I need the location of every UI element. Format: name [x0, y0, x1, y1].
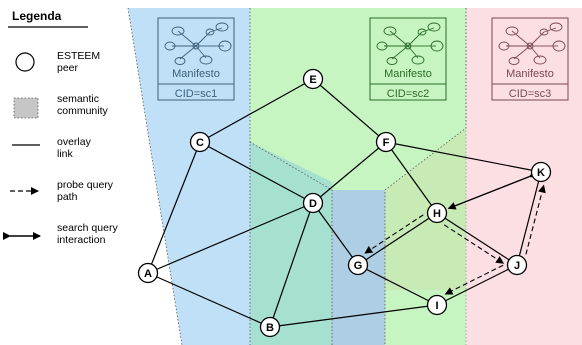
peer-circle	[189, 131, 211, 153]
peer-node-h: H	[426, 202, 448, 224]
legend: Legenda ESTEEM peer semantic community o…	[3, 9, 118, 246]
cid-label-sc1: CID=sc1	[175, 88, 218, 100]
overlay-links	[147, 78, 542, 328]
peer-node-d: D	[302, 192, 324, 214]
peer-circle	[137, 262, 159, 284]
manifesto-frame	[369, 17, 447, 101]
overlay-link-d-b	[269, 202, 314, 328]
peer-circle	[375, 131, 397, 153]
overlay-link-b-i	[269, 304, 438, 328]
probe-path-j-k	[525, 184, 546, 255]
manifesto-frame	[157, 17, 235, 101]
manifesto-box-sc1: Manifesto CID=sc1	[157, 17, 235, 101]
ontology-graph-icon	[498, 22, 566, 65]
peer-circle	[302, 68, 324, 90]
peer-label: E	[309, 74, 316, 86]
peer-nodes: A B C D E F G H I J K	[137, 68, 552, 338]
legend-peer-label-2: peer	[57, 62, 79, 74]
ontology-graph-icon	[164, 22, 232, 65]
overlay-link-a-d	[147, 202, 314, 274]
community-overlap-sc2-sc3	[385, 128, 466, 290]
legend-title: Legenda	[12, 9, 62, 23]
probe-path-j-i	[444, 264, 504, 295]
peer-label: F	[383, 137, 390, 149]
peer-circle	[426, 294, 448, 316]
legend-interaction-label-2: interaction	[57, 234, 106, 246]
legend-community-symbol	[13, 97, 39, 119]
peer-label: C	[196, 137, 204, 149]
peer-node-g: G	[347, 254, 369, 276]
peer-label: K	[537, 167, 545, 179]
peer-node-a: A	[137, 262, 159, 284]
peer-label: G	[354, 260, 363, 272]
query-paths	[364, 170, 546, 295]
peer-label: H	[433, 208, 441, 220]
overlay-link-f-h	[385, 141, 438, 214]
probe-path-h-j	[443, 224, 505, 264]
overlay-link-a-b	[147, 272, 271, 328]
overlay-link-f-d	[312, 141, 387, 204]
overlay-link-c-d	[199, 141, 314, 204]
overlay-link-c-e	[199, 78, 314, 143]
cid-label-sc3: CID=sc3	[509, 88, 552, 100]
community-border-sc1	[127, 7, 183, 345]
overlay-link-i-j	[436, 264, 518, 306]
legend-peer-symbol	[15, 52, 35, 72]
manifesto-label-sc2: Manifesto	[384, 68, 432, 80]
overlay-link-e-f	[312, 78, 387, 143]
peer-label: D	[309, 198, 317, 210]
peer-circle	[506, 254, 528, 276]
manifesto-boxes: Manifesto CID=sc1 Manifesto CID=sc2	[157, 17, 569, 101]
cid-label-sc2: CID=sc2	[387, 88, 430, 100]
overlay-link-h-g	[357, 212, 438, 266]
ontology-graph-icon	[376, 22, 444, 65]
peer-node-e: E	[302, 68, 324, 90]
peer-circle	[530, 161, 552, 183]
peer-node-j: J	[506, 254, 528, 276]
legend-community-label-1: semantic	[57, 93, 99, 105]
peer-label: J	[514, 260, 520, 272]
peer-node-i: I	[426, 294, 448, 316]
peer-node-k: K	[530, 161, 552, 183]
manifesto-box-sc2: Manifesto CID=sc2	[369, 17, 447, 101]
legend-interaction-label-1: search query	[57, 222, 118, 234]
manifesto-label-sc3: Manifesto	[506, 68, 554, 80]
peer-circle	[259, 316, 281, 338]
peer-node-c: C	[189, 131, 211, 153]
legend-community-label-2: community	[57, 105, 109, 117]
peer-circle	[426, 202, 448, 224]
overlay-link-f-k	[385, 141, 542, 173]
community-border-middle	[249, 141, 333, 345]
overlay-link-d-g	[312, 202, 359, 266]
peer-label: B	[266, 322, 274, 334]
legend-link-label-2: link	[57, 148, 74, 160]
legend-link-label-1: overlay	[57, 136, 92, 148]
probe-path-h-g	[364, 214, 424, 254]
peer-node-b: B	[259, 316, 281, 338]
overlay-link-a-c	[147, 141, 201, 274]
community-overlap-sc1-sc2	[250, 142, 332, 345]
manifesto-frame	[491, 17, 569, 101]
peer-circle	[347, 254, 369, 276]
peer-label: A	[144, 268, 152, 280]
peer-label: I	[435, 300, 438, 312]
manifesto-box-sc3: Manifesto CID=sc3	[491, 17, 569, 101]
search-interaction-k-h	[447, 170, 538, 210]
peer-node-f: F	[375, 131, 397, 153]
legend-probe-label-2: path	[57, 191, 78, 203]
overlay-link-g-i	[357, 264, 438, 306]
legend-probe-label-1: probe query	[57, 179, 114, 191]
peer-circle	[302, 192, 324, 214]
legend-peer-label-1: ESTEEM	[57, 50, 100, 62]
manifesto-label-sc1: Manifesto	[172, 68, 220, 80]
